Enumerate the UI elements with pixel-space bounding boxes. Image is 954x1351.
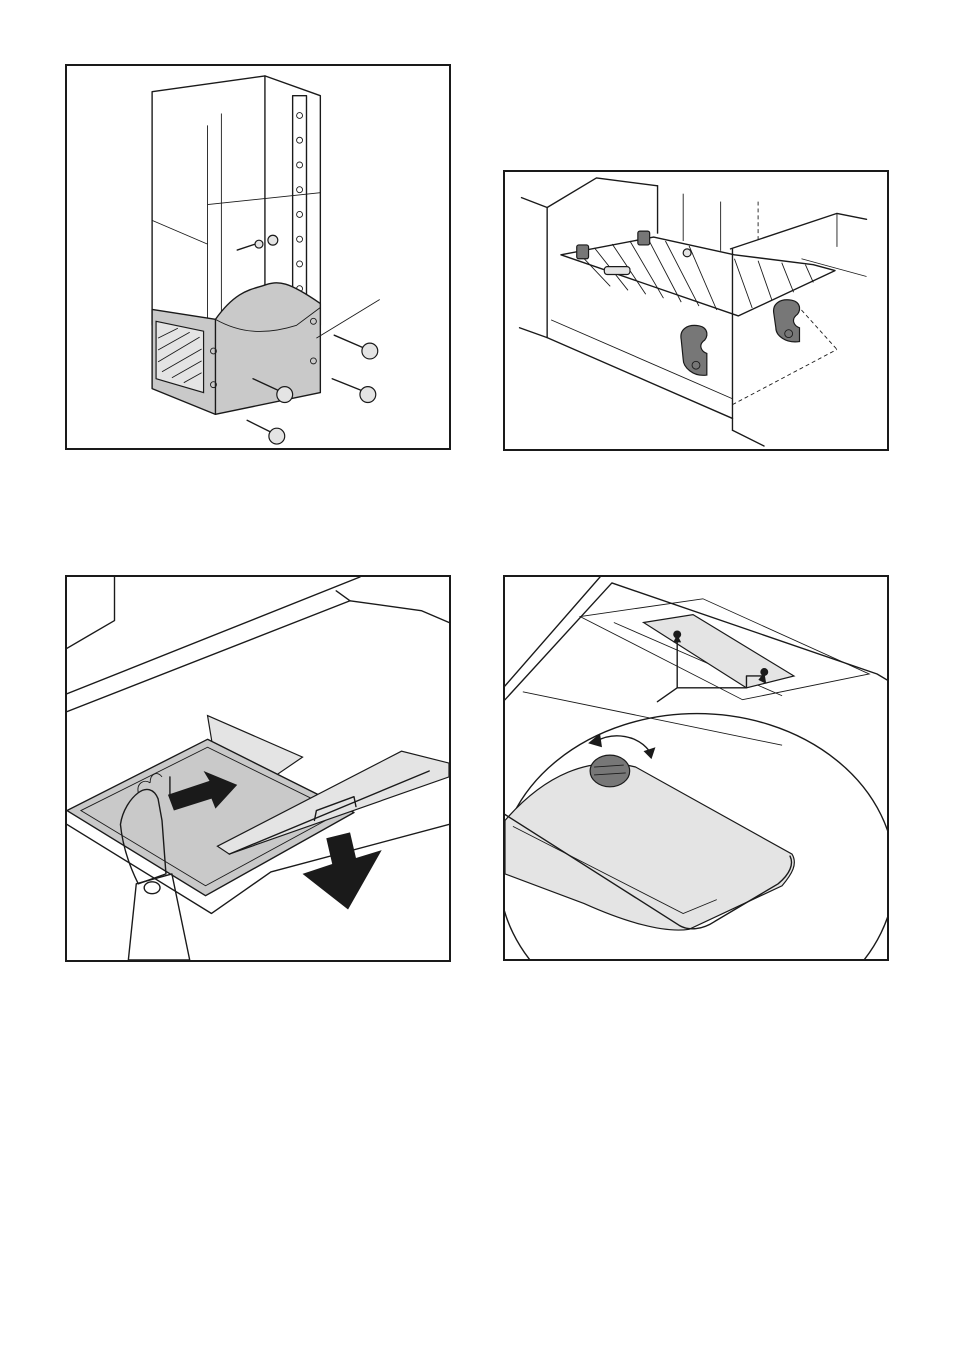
figure-chimney-mounting (65, 64, 451, 450)
hand-removing-filter-icon (67, 577, 449, 960)
chimney-with-screws-icon (67, 66, 449, 448)
wire-shelf-brackets-icon (505, 172, 887, 449)
bracket-icon (681, 325, 707, 375)
figure-shelf-brackets (503, 170, 889, 451)
knob-icon (590, 755, 630, 787)
lamp-cover-rotate-icon (505, 577, 887, 959)
screw-icon (247, 420, 285, 444)
figure-lamp-cover (503, 575, 889, 961)
shelf-clip-icon (638, 231, 650, 245)
figure-filter-removal (65, 575, 451, 962)
arrow-down-icon (303, 832, 382, 909)
rotate-arrow-icon (596, 736, 649, 751)
screw-icon (332, 379, 376, 403)
screw-icon (334, 335, 378, 359)
bracket-icon (774, 300, 800, 342)
wall-plug-icon (237, 235, 278, 250)
shelf-clip-icon (577, 245, 589, 259)
